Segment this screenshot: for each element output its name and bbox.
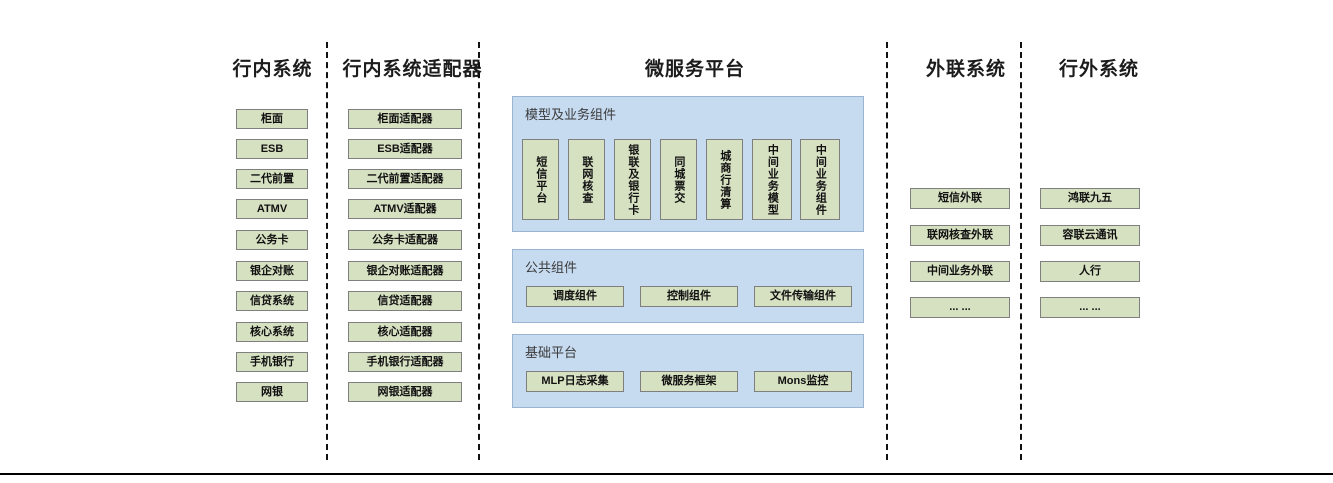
- node-in-bank-system[interactable]: 公务卡: [236, 230, 308, 250]
- node-base-platform-component[interactable]: Mons监控: [754, 371, 852, 392]
- node-in-bank-system[interactable]: 银企对账: [236, 261, 308, 281]
- separator-4: [1020, 42, 1022, 460]
- panel-title-base-platform: 基础平台: [525, 345, 578, 360]
- node-in-bank-adapter[interactable]: 公务卡适配器: [348, 230, 462, 250]
- node-model-business-component[interactable]: 城商行清算: [706, 139, 743, 220]
- node-model-business-component[interactable]: 中间业务模型: [752, 139, 792, 220]
- column-title-in-bank-systems: 行内系统: [232, 59, 313, 80]
- node-public-component[interactable]: 控制组件: [640, 286, 738, 307]
- node-in-bank-system[interactable]: 信贷系统: [236, 291, 308, 311]
- node-base-platform-component[interactable]: MLP日志采集: [526, 371, 624, 392]
- node-in-bank-adapter[interactable]: 网银适配器: [348, 382, 462, 402]
- node-in-bank-system[interactable]: 核心系统: [236, 322, 308, 342]
- column-title-out-bank-systems: 行外系统: [1058, 59, 1139, 80]
- node-in-bank-system[interactable]: ESB: [236, 139, 308, 159]
- node-public-component[interactable]: 文件传输组件: [754, 286, 852, 307]
- node-external-link-system[interactable]: 短信外联: [910, 188, 1010, 209]
- node-external-link-system[interactable]: ... ...: [910, 297, 1010, 318]
- node-out-bank-system[interactable]: 容联云通讯: [1040, 225, 1140, 246]
- column-title-microservice-platform: 微服务平台: [644, 59, 745, 80]
- node-in-bank-adapter[interactable]: 手机银行适配器: [348, 352, 462, 372]
- node-out-bank-system[interactable]: 鸿联九五: [1040, 188, 1140, 209]
- panel-title-public-components: 公共组件: [525, 260, 578, 275]
- node-in-bank-adapter[interactable]: 银企对账适配器: [348, 261, 462, 281]
- node-in-bank-system[interactable]: 手机银行: [236, 352, 308, 372]
- separator-2: [478, 42, 480, 460]
- node-in-bank-system[interactable]: 柜面: [236, 109, 308, 129]
- node-model-business-component[interactable]: 短信平台: [522, 139, 559, 220]
- node-in-bank-adapter[interactable]: ATMV适配器: [348, 199, 462, 219]
- column-title-external-link-systems: 外联系统: [925, 59, 1006, 80]
- column-title-in-bank-adapters: 行内系统适配器: [342, 59, 483, 80]
- node-in-bank-system[interactable]: 网银: [236, 382, 308, 402]
- node-in-bank-adapter[interactable]: 二代前置适配器: [348, 169, 462, 189]
- node-external-link-system[interactable]: 联网核查外联: [910, 225, 1010, 246]
- panel-title-model-business-components: 模型及业务组件: [525, 107, 617, 122]
- node-public-component[interactable]: 调度组件: [526, 286, 624, 307]
- node-in-bank-adapter[interactable]: 信贷适配器: [348, 291, 462, 311]
- node-in-bank-system[interactable]: ATMV: [236, 199, 308, 219]
- node-in-bank-system[interactable]: 二代前置: [236, 169, 308, 189]
- node-model-business-component[interactable]: 银联及银行卡: [614, 139, 651, 220]
- node-base-platform-component[interactable]: 微服务框架: [640, 371, 738, 392]
- bottom-divider: [0, 473, 1333, 475]
- node-external-link-system[interactable]: 中间业务外联: [910, 261, 1010, 282]
- node-model-business-component[interactable]: 中间业务组件: [800, 139, 840, 220]
- node-model-business-component[interactable]: 同城票交: [660, 139, 697, 220]
- node-out-bank-system[interactable]: ... ...: [1040, 297, 1140, 318]
- node-in-bank-adapter[interactable]: 柜面适配器: [348, 109, 462, 129]
- separator-3: [886, 42, 888, 460]
- node-out-bank-system[interactable]: 人行: [1040, 261, 1140, 282]
- node-in-bank-adapter[interactable]: ESB适配器: [348, 139, 462, 159]
- node-model-business-component[interactable]: 联网核查: [568, 139, 605, 220]
- node-in-bank-adapter[interactable]: 核心适配器: [348, 322, 462, 342]
- separator-1: [326, 42, 328, 460]
